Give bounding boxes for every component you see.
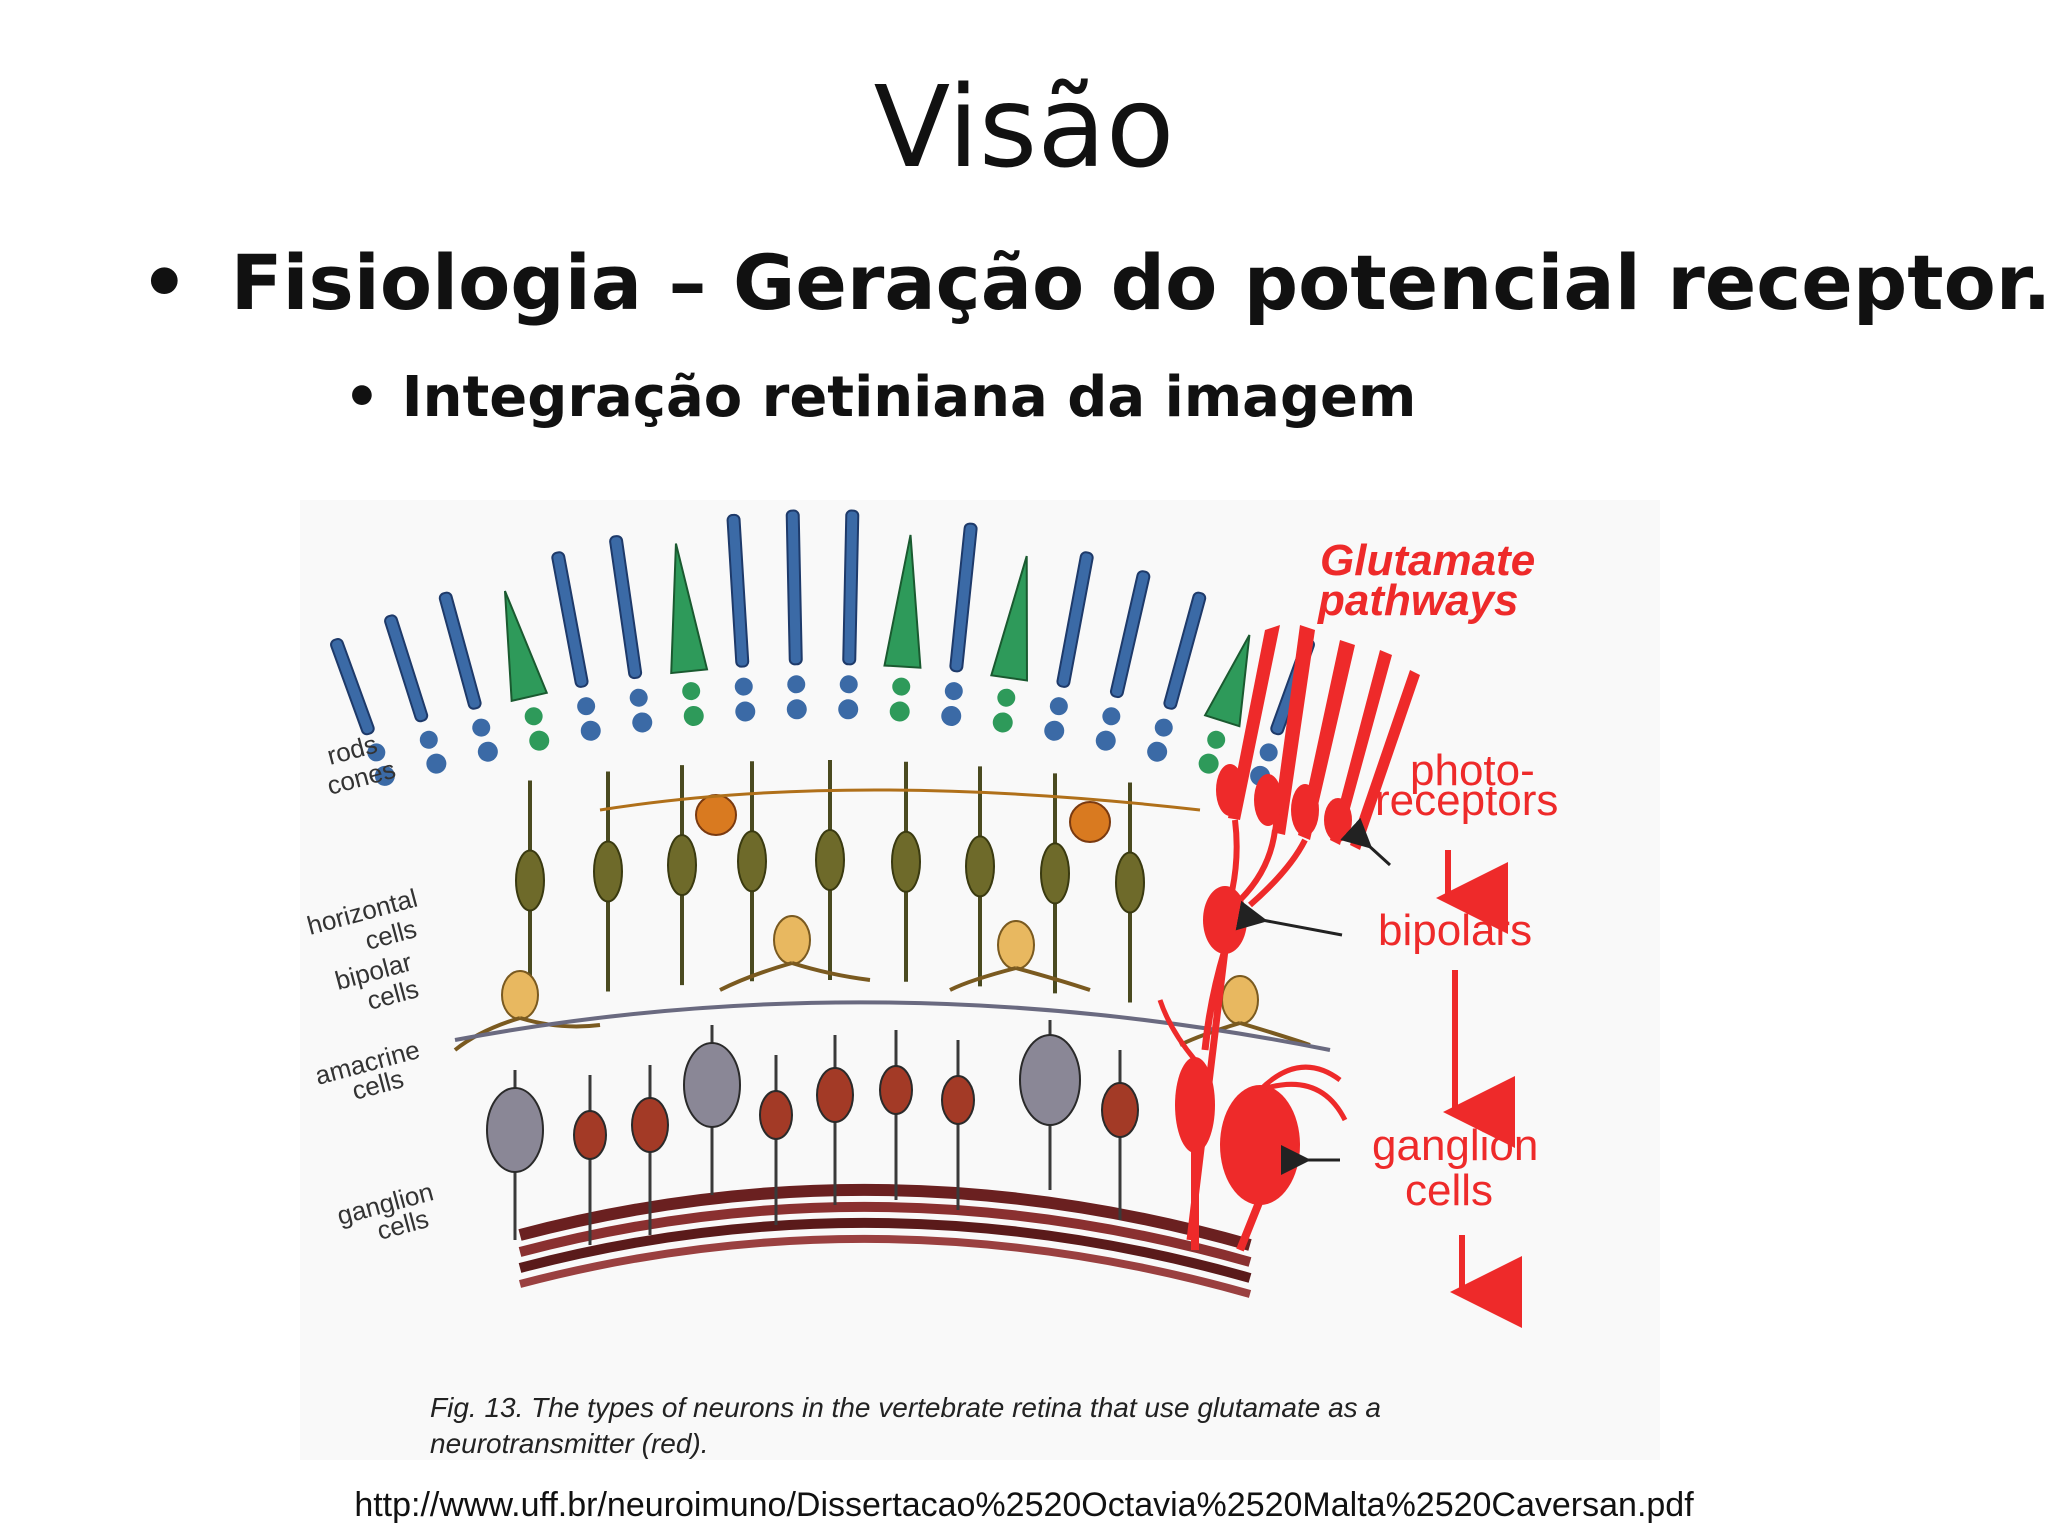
rod-cell — [726, 513, 756, 722]
figure-caption: Fig. 13. The types of neurons in the ver… — [430, 1392, 1382, 1460]
bipolar-cell — [515, 780, 545, 1001]
bipolar-cell — [737, 761, 767, 982]
bullet-integration: •Integração retiniana da imagem — [344, 370, 1416, 426]
amacrine-cell — [501, 970, 539, 1020]
ganglion-cell-small — [631, 1065, 669, 1235]
ganglion-cell-large — [486, 1070, 544, 1240]
cone-cell — [1198, 634, 1251, 774]
ganglion-cell-small — [816, 1035, 854, 1205]
rod-cell — [785, 509, 807, 720]
rod-cell — [384, 614, 447, 774]
source-url: http://www.uff.br/neuroimuno/Dissertacao… — [354, 1486, 1694, 1524]
bipolar-cell — [593, 771, 623, 992]
rod-cell — [330, 638, 395, 786]
ganglion-cell-small — [759, 1055, 793, 1225]
cone-cell — [990, 555, 1028, 733]
cone-cell — [503, 590, 550, 751]
black-pointer-arrows — [1235, 817, 1392, 1175]
label-bipolars: bipolars — [1378, 906, 1532, 955]
horizontal-cell — [695, 794, 737, 836]
bipolar-cell — [965, 766, 995, 987]
ganglion-cell-small — [879, 1030, 913, 1200]
ganglion-cell-row — [486, 1020, 1139, 1245]
cone-cell — [883, 534, 922, 722]
rod-cell — [551, 551, 601, 741]
rod-cell — [1095, 570, 1151, 751]
right-labels: Glutamate pathways photo- receptors bipo… — [1317, 536, 1558, 1215]
amacrine-cell — [773, 915, 811, 965]
cone-cell — [670, 543, 709, 726]
bipolar-cell — [815, 760, 845, 980]
red-flow-arrows — [1436, 850, 1522, 1328]
label-ganglion-1: ganglion — [1372, 1121, 1538, 1170]
label-ganglion-2: cells — [1405, 1166, 1493, 1215]
label-glutamate-2: pathways — [1317, 576, 1519, 625]
slide-title: Visão — [873, 63, 1175, 193]
bullet-dot: • — [140, 238, 189, 327]
bullet-physiology: •Fisiologia – Geração do potencial recep… — [140, 245, 2048, 321]
bullet-integration-text: Integração retiniana da imagem — [401, 365, 1417, 430]
glutamate-pathway — [1157, 625, 1420, 1252]
rod-cell — [941, 522, 978, 726]
pointer-photoreceptor — [1340, 817, 1392, 867]
horizontal-cell-row — [599, 788, 1201, 843]
rod-cell — [609, 535, 653, 733]
label-photo-2: receptors — [1375, 776, 1558, 825]
amacrine-cell — [1221, 975, 1259, 1025]
bipolar-cell — [1115, 782, 1145, 1003]
pointer-bipolar — [1235, 900, 1343, 937]
label-photo-1: photo- — [1410, 746, 1535, 795]
bipolar-cell — [667, 765, 697, 986]
ganglion-cell-small — [1101, 1050, 1139, 1220]
ganglion-cell-large — [1019, 1020, 1081, 1190]
nerve-fiber-layer — [518, 1183, 1252, 1298]
amacrine-cell — [997, 920, 1035, 970]
bipolar-cell — [891, 761, 921, 982]
horizontal-cell — [1069, 801, 1111, 843]
photoreceptor-row — [330, 509, 1315, 786]
bipolar-cell-row — [515, 760, 1145, 1003]
amacrine-cell-row — [453, 915, 1331, 1052]
ganglion-cell-small — [941, 1040, 975, 1210]
bipolar-cell — [1040, 773, 1070, 994]
ganglion-cell-large — [683, 1025, 741, 1195]
rod-cell — [838, 509, 860, 720]
ganglion-cell-small — [573, 1075, 607, 1245]
label-glutamate-1: Glutamate — [1320, 536, 1535, 585]
bullet-physiology-text: Fisiologia – Geração do potencial recept… — [230, 238, 2048, 327]
rod-cell — [438, 591, 498, 762]
rod-cell — [1044, 551, 1094, 741]
rod-cell — [1147, 591, 1207, 762]
left-labels: rods cones horizontal cells bipolar cell… — [304, 729, 437, 1246]
bullet-dot: • — [344, 365, 380, 430]
